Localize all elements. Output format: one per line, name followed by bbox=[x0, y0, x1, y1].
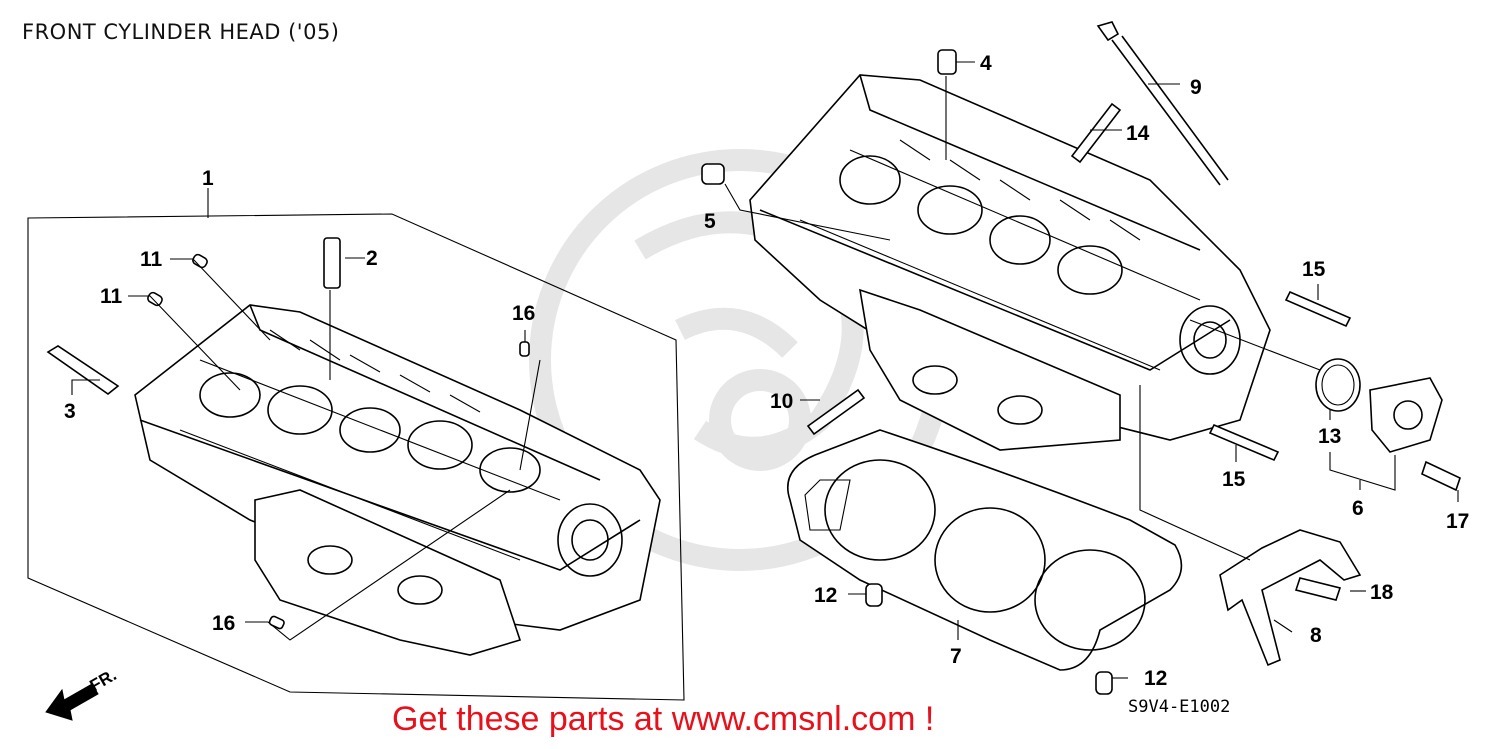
callout-6: 6 bbox=[1352, 497, 1364, 520]
callout-16-upper: 16 bbox=[512, 302, 535, 325]
callout-18: 18 bbox=[1370, 581, 1394, 604]
callout-4: 4 bbox=[980, 52, 992, 75]
callout-7: 7 bbox=[950, 645, 962, 668]
small-parts bbox=[46, 21, 1461, 695]
callout-2: 2 bbox=[366, 247, 378, 270]
callout-5: 5 bbox=[704, 210, 716, 233]
callout-numbers: 1 2 3 4 5 6 7 8 9 10 11 11 12 12 13 14 1… bbox=[64, 52, 1469, 690]
promo-banner: Get these parts at www.cmsnl.com ! bbox=[392, 700, 935, 738]
callout-11-upper: 11 bbox=[140, 248, 163, 271]
right-cylinder-head bbox=[749, 74, 1271, 451]
assembly-boundary-box bbox=[27, 213, 685, 701]
callout-13: 13 bbox=[1318, 425, 1341, 448]
callout-1: 1 bbox=[202, 167, 214, 190]
callout-14: 14 bbox=[1126, 122, 1150, 145]
page-title: FRONT CYLINDER HEAD ('05) bbox=[22, 20, 340, 44]
callout-9: 9 bbox=[1190, 76, 1202, 99]
callout-15-lower: 15 bbox=[1222, 468, 1246, 491]
callout-17: 17 bbox=[1446, 510, 1469, 533]
callout-16-lower: 16 bbox=[212, 612, 235, 635]
callout-12-right: 12 bbox=[1144, 667, 1167, 690]
head-gasket bbox=[787, 429, 1183, 671]
callout-10: 10 bbox=[770, 390, 793, 413]
callout-15-upper: 15 bbox=[1302, 258, 1326, 281]
diagram-code: S9V4-E1002 bbox=[1128, 697, 1231, 717]
callout-3: 3 bbox=[64, 400, 76, 423]
leader-lines bbox=[71, 61, 1459, 679]
front-direction-indicator: FR. bbox=[45, 665, 120, 721]
left-cylinder-head bbox=[134, 304, 661, 656]
callout-12-left: 12 bbox=[814, 584, 837, 607]
callout-8: 8 bbox=[1310, 624, 1322, 647]
callout-11-lower: 11 bbox=[100, 285, 123, 308]
